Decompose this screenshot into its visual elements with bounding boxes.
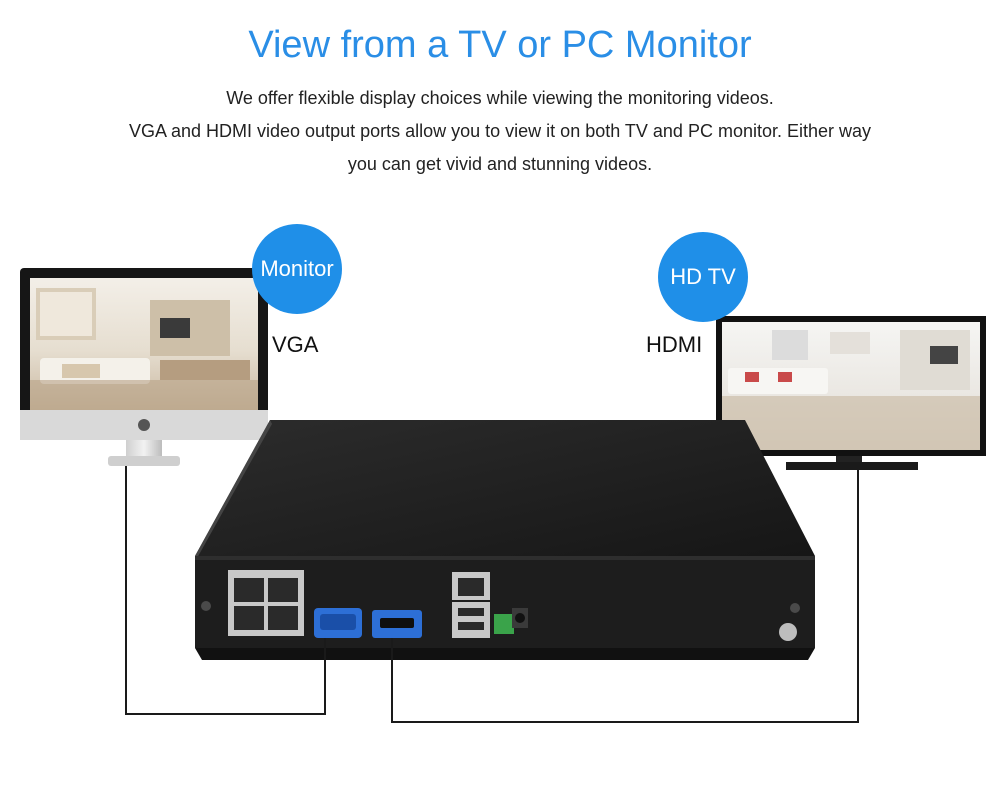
monitor-badge: Monitor xyxy=(252,224,342,314)
vga-cable xyxy=(125,466,326,715)
description-line-3: you can get vivid and stunning videos. xyxy=(347,154,653,174)
hd-tv xyxy=(716,316,986,470)
page-title: View from a TV or PC Monitor xyxy=(248,24,752,66)
usb-ports xyxy=(452,602,490,638)
description-line-1: We offer flexible display choices while … xyxy=(226,88,774,108)
nvr-device xyxy=(195,420,815,660)
audio-terminal xyxy=(494,614,514,634)
hdmi-label: HDMI xyxy=(646,332,703,357)
hd-tv-badge: HD TV xyxy=(658,232,748,322)
vga-label: VGA xyxy=(272,332,319,357)
hdmi-cable xyxy=(391,470,859,723)
pc-monitor xyxy=(20,268,268,466)
ground-terminal xyxy=(779,623,797,641)
description-line-2: VGA and HDMI video output ports allow yo… xyxy=(128,121,872,141)
